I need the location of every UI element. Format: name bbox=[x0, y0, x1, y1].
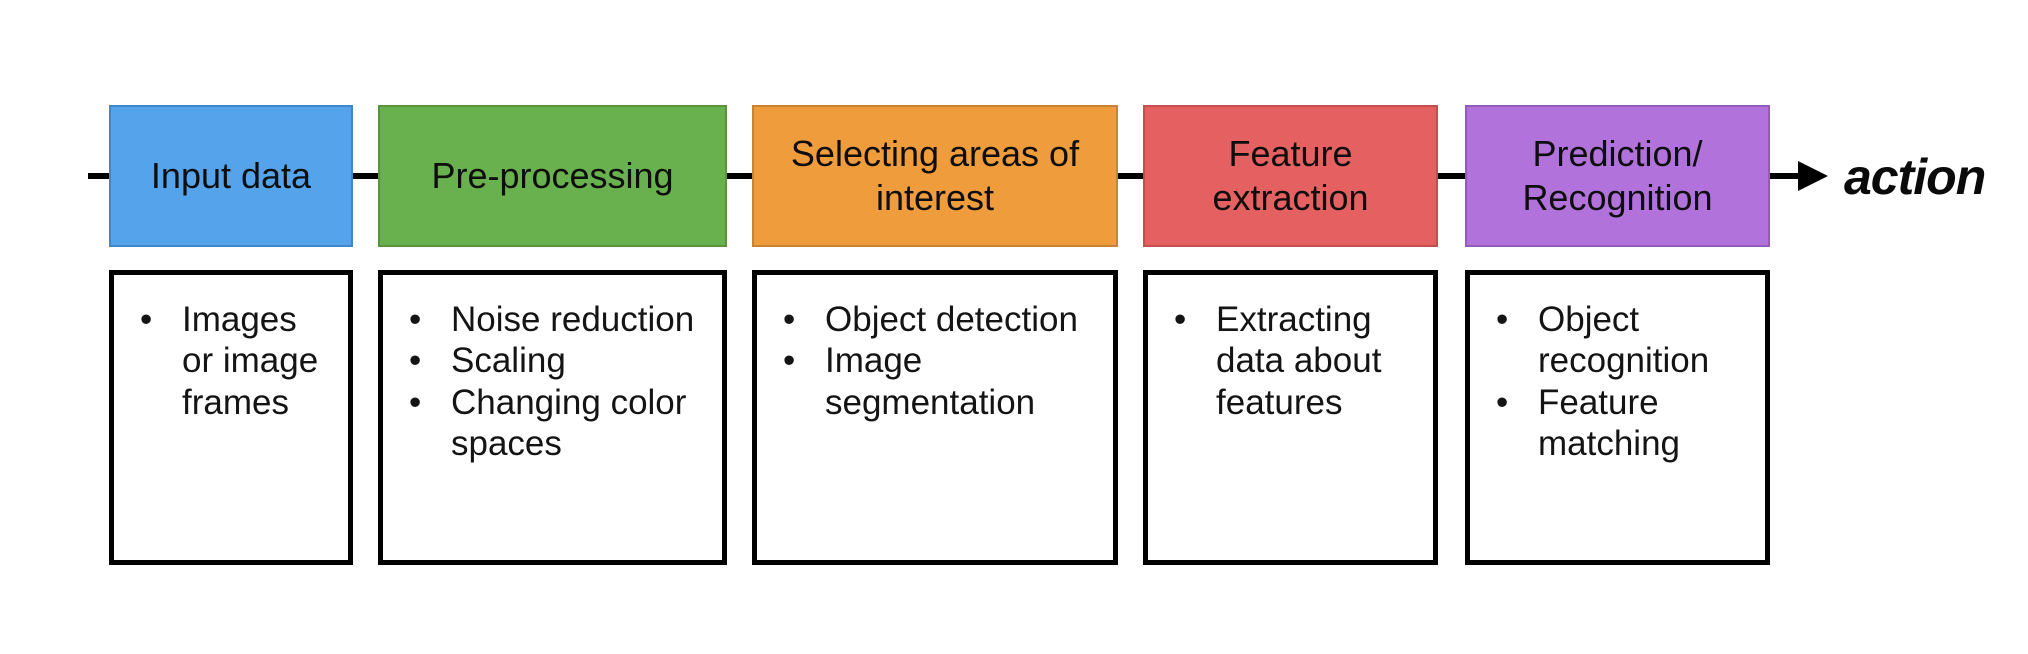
stage-box-pre-processing: Pre-processing bbox=[378, 105, 727, 247]
detail-box-prediction-recognition: Object recognition Feature matching bbox=[1465, 270, 1770, 565]
stage-box-feature-extraction: Feature extraction bbox=[1143, 105, 1438, 247]
detail-list: Images or image frames bbox=[140, 299, 336, 423]
list-item: Extracting data about features bbox=[1174, 299, 1421, 423]
detail-box-selecting-areas: Object detection Image segmentation bbox=[752, 270, 1118, 565]
stage-box-prediction-recognition: Prediction/ Recognition bbox=[1465, 105, 1770, 247]
list-item: Image segmentation bbox=[783, 340, 1101, 423]
arrow-right-icon bbox=[1798, 161, 1828, 191]
list-item: Feature matching bbox=[1496, 382, 1753, 465]
list-item: Images or image frames bbox=[140, 299, 336, 423]
detail-list: Object detection Image segmentation bbox=[783, 299, 1101, 423]
stage-box-input-data: Input data bbox=[109, 105, 353, 247]
list-item: Scaling bbox=[409, 340, 710, 382]
list-item: Changing color spaces bbox=[409, 382, 710, 465]
list-item: Object recognition bbox=[1496, 299, 1753, 382]
list-item: Object detection bbox=[783, 299, 1101, 341]
list-item: Noise reduction bbox=[409, 299, 710, 341]
detail-list: Extracting data about features bbox=[1174, 299, 1421, 423]
detail-box-input-data: Images or image frames bbox=[109, 270, 353, 565]
detail-list: Object recognition Feature matching bbox=[1496, 299, 1753, 464]
detail-list: Noise reduction Scaling Changing color s… bbox=[409, 299, 710, 464]
detail-box-pre-processing: Noise reduction Scaling Changing color s… bbox=[378, 270, 727, 565]
stage-box-selecting-areas: Selecting areas of interest bbox=[752, 105, 1118, 247]
action-label: action bbox=[1844, 149, 1986, 205]
detail-box-feature-extraction: Extracting data about features bbox=[1143, 270, 1438, 565]
